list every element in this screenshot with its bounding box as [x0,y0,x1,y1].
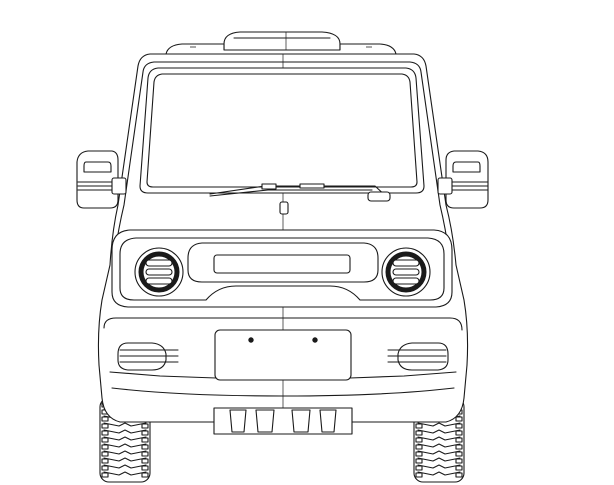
right-fog-light [387,342,449,371]
left-side-mirror [76,150,127,209]
skid-plate [213,407,353,435]
front-bumper [103,317,463,397]
left-fog-light [117,342,179,371]
windshield-wiper [209,183,391,202]
roof-light-bar [223,31,341,51]
license-plate-area [214,329,352,381]
grille [187,242,379,283]
windshield [139,67,425,194]
left-headlight [134,247,184,297]
roof [165,43,397,55]
hood-ornament [279,201,289,215]
right-side-mirror [437,150,489,209]
right-headlight [381,247,431,297]
